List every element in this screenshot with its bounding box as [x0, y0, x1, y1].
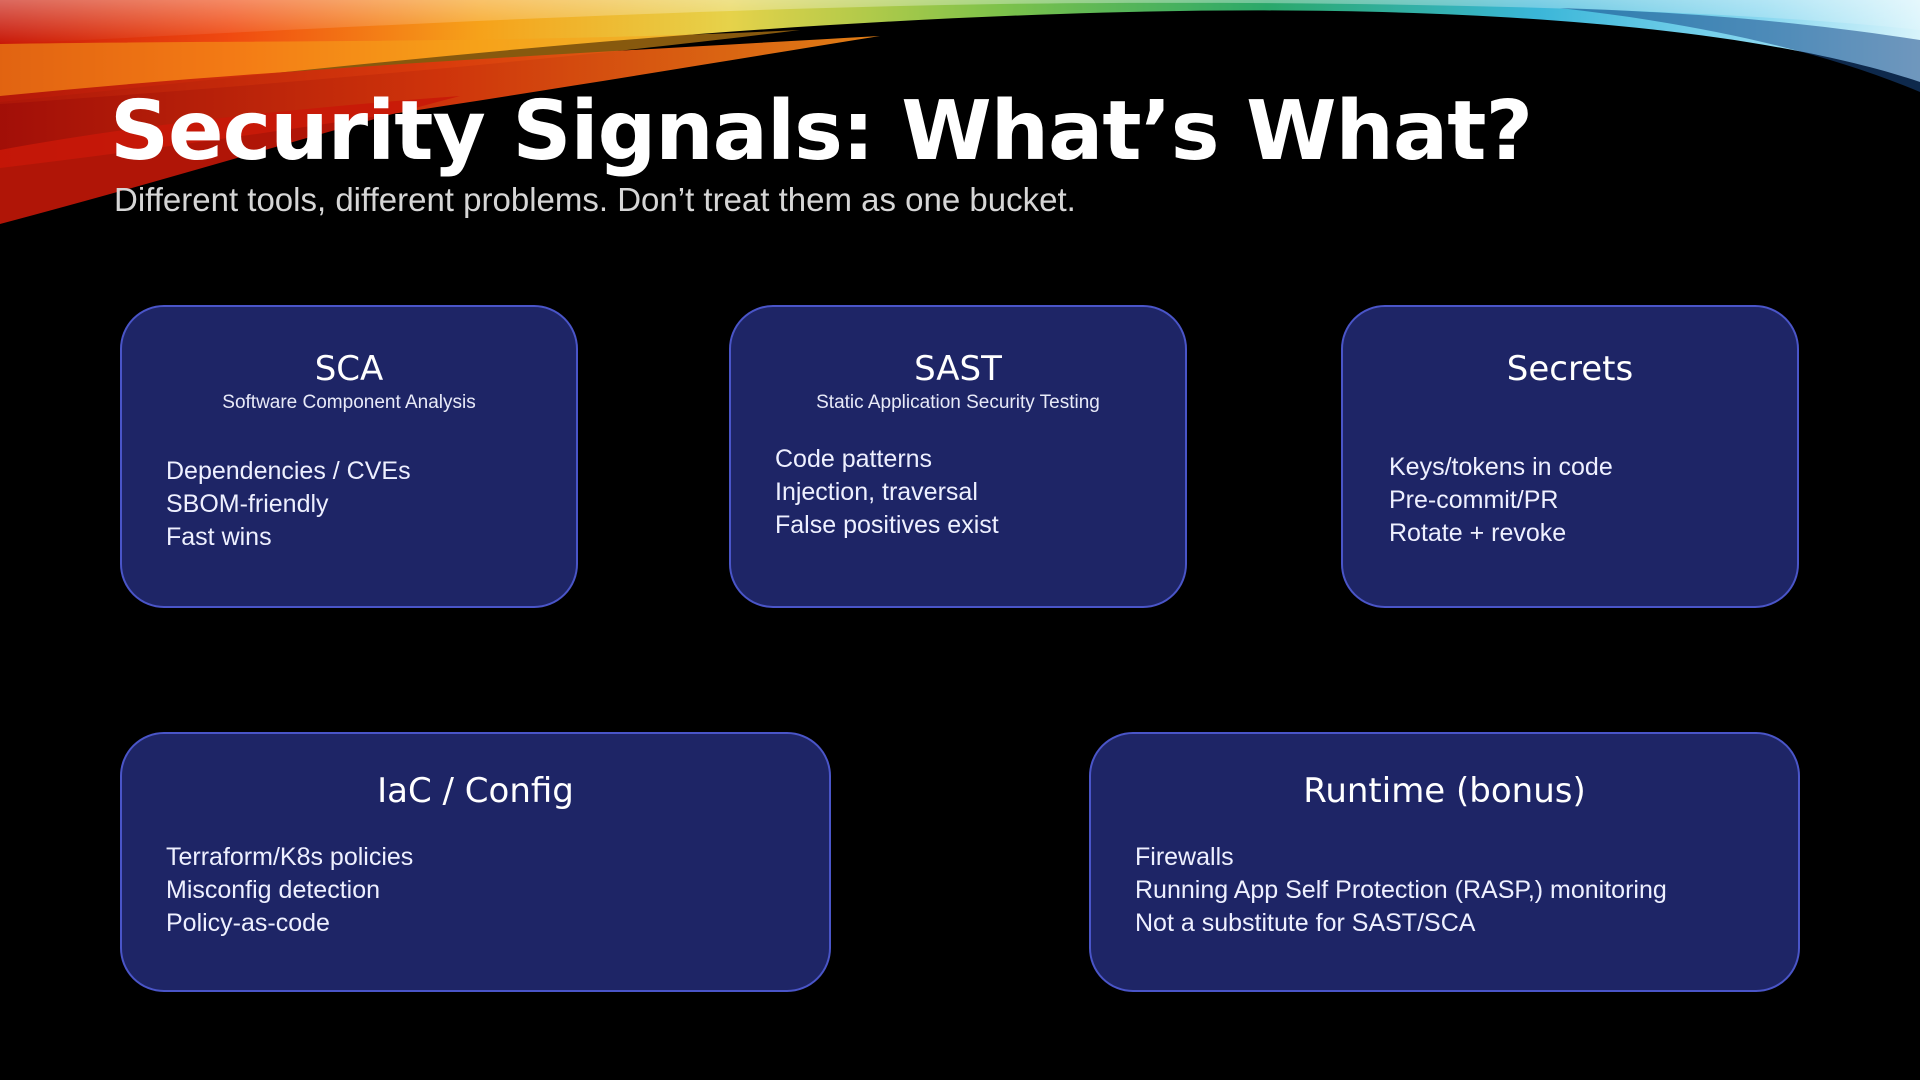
card-bullet-list: Dependencies / CVEs SBOM-friendly Fast w… — [166, 455, 411, 554]
card-bullet-list: Keys/tokens in code Pre-commit/PR Rotate… — [1389, 451, 1613, 550]
list-item: Firewalls — [1135, 843, 1234, 871]
rainbow-swoosh-decoration — [0, 0, 1920, 224]
card-bullet-list: Code patterns Injection, traversal False… — [775, 443, 999, 542]
card-subtitle: Software Component Analysis — [222, 392, 476, 413]
list-item: Misconfig detection — [166, 876, 381, 904]
list-item: Keys/tokens in code — [1389, 453, 1613, 481]
list-item: Injection, traversal — [775, 478, 978, 506]
card-runtime: Runtime (bonus) Firewalls Running App Se… — [1089, 732, 1800, 992]
card-title: Runtime (bonus) — [1303, 771, 1586, 811]
list-item: Terraform/K8s policies — [166, 843, 414, 871]
card-sca: SCA Software Component Analysis Dependen… — [120, 305, 578, 608]
card-sast: SAST Static Application Security Testing… — [729, 305, 1187, 608]
card-title: Secrets — [1506, 349, 1634, 389]
slide-title: Security Signals: What’s What? — [110, 84, 1533, 179]
list-item: Rotate + revoke — [1389, 519, 1567, 547]
card-bullet-list: Terraform/K8s policies Misconfig detecti… — [166, 841, 413, 940]
card-title: SAST — [914, 349, 1002, 389]
list-item: Policy-as-code — [166, 909, 330, 937]
list-item: Running App Self Protection (RASP,) moni… — [1135, 876, 1667, 904]
list-item: Dependencies / CVEs — [166, 457, 411, 485]
card-title: IaC / Config — [377, 771, 574, 811]
card-secrets: Secrets Keys/tokens in code Pre-commit/P… — [1341, 305, 1799, 608]
list-item: Pre-commit/PR — [1389, 486, 1559, 514]
list-item: False positives exist — [775, 511, 999, 539]
card-title: SCA — [314, 349, 384, 389]
card-iac-config: IaC / Config Terraform/K8s policies Misc… — [120, 732, 831, 992]
list-item: Fast wins — [166, 523, 272, 551]
list-item: Not a substitute for SAST/SCA — [1135, 909, 1476, 937]
list-item: SBOM-friendly — [166, 490, 329, 518]
slide-subtitle: Different tools, different problems. Don… — [114, 181, 1076, 218]
card-subtitle: Static Application Security Testing — [816, 392, 1100, 413]
card-bullet-list: Firewalls Running App Self Protection (R… — [1135, 841, 1667, 940]
list-item: Code patterns — [775, 445, 933, 473]
